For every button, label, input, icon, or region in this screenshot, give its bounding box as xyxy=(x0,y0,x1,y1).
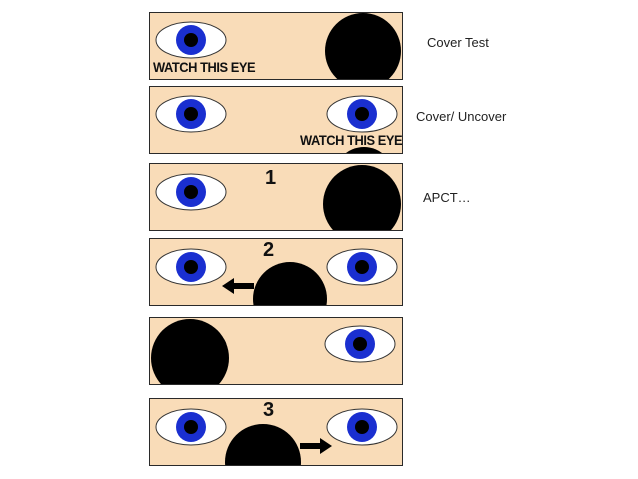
left-pupil xyxy=(184,185,198,199)
occluder xyxy=(253,262,327,305)
occluder xyxy=(325,13,401,79)
step-number: 2 xyxy=(263,239,275,261)
panel-apct-cover-left xyxy=(149,317,403,385)
watch-this-eye-label: WATCH THIS EYE xyxy=(300,132,403,148)
label-cover-test: Cover Test xyxy=(427,35,489,50)
label-cover-uncover: Cover/ Uncover xyxy=(416,109,507,124)
left-pupil xyxy=(184,260,198,274)
panel-4-drawing xyxy=(155,248,398,305)
right-pupil xyxy=(355,107,369,121)
panel-cover-test: WATCH THIS EYE xyxy=(149,12,403,80)
occluder xyxy=(323,165,401,230)
panel-2-drawing xyxy=(155,95,398,153)
right-pupil xyxy=(355,260,369,274)
label-apct: APCT… xyxy=(423,190,471,205)
right-pupil xyxy=(353,337,367,351)
step-number: 3 xyxy=(263,399,275,421)
panel-3-drawing xyxy=(155,165,401,230)
panel-6-drawing xyxy=(155,408,398,465)
step-number: 1 xyxy=(265,167,277,189)
arrow-left-icon xyxy=(222,278,254,294)
panel-apct-step-1: 1 xyxy=(149,163,403,231)
occluder xyxy=(225,424,301,465)
occluder xyxy=(346,147,382,153)
arrow-right-icon xyxy=(300,438,332,454)
right-pupil xyxy=(355,420,369,434)
panel-apct-step-3: 3 xyxy=(149,398,403,466)
panel-5-drawing xyxy=(151,319,396,384)
watch-this-eye-label: WATCH THIS EYE xyxy=(153,59,256,75)
panel-1-drawing xyxy=(155,13,401,79)
left-pupil xyxy=(184,33,198,47)
left-pupil xyxy=(184,420,198,434)
left-pupil xyxy=(184,107,198,121)
occluder xyxy=(151,319,229,384)
panel-apct-step-2: 2 xyxy=(149,238,403,306)
panel-cover-uncover: WATCH THIS EYE xyxy=(149,86,403,154)
